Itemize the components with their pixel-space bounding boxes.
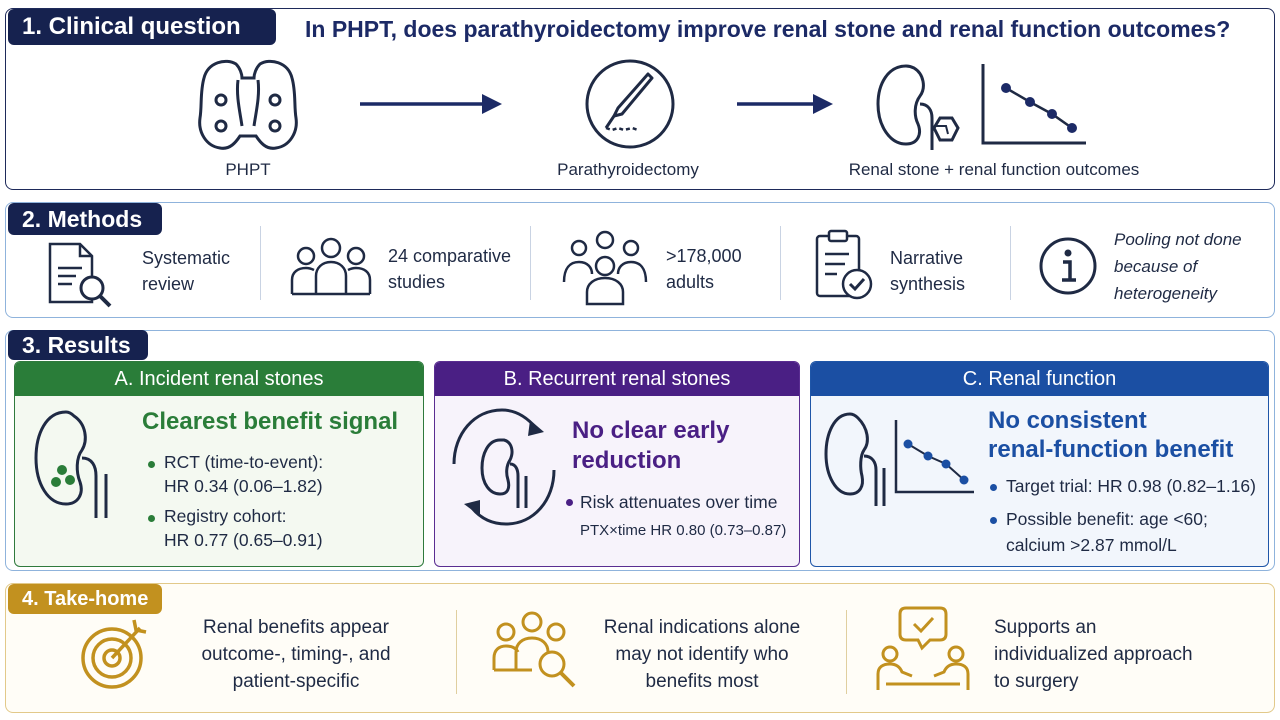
panel-b-ptx-time-hr: PTX×time HR 0.80 (0.73–0.87) [580, 522, 787, 539]
bullet [148, 461, 155, 468]
kidney-stones-icon [34, 410, 108, 518]
panel-b-attenuation: Risk attenuates over time [580, 492, 778, 512]
label-phpt: PHPT [225, 160, 271, 179]
panel-recurrent-renal-stones: B. Recurrent renal stones [434, 361, 800, 567]
bullet [990, 484, 997, 491]
divider [846, 610, 847, 694]
arrow-right-icon [360, 94, 502, 114]
arrow-right-icon [737, 94, 833, 114]
target-icon [81, 619, 147, 689]
panel-a-title: A. Incident renal stones [15, 362, 423, 396]
recurrence-cycle-icon [452, 408, 556, 526]
panel-c-title: C. Renal function [811, 362, 1268, 396]
divider [780, 226, 781, 300]
panel-c-calcium-threshold: calcium >2.87 mmol/L [1006, 535, 1177, 555]
clipboard-check-icon [815, 229, 873, 300]
bullet [566, 499, 573, 506]
scalpel-icon [585, 59, 675, 149]
info-icon [1039, 237, 1097, 295]
group-icon [290, 237, 372, 296]
panel-c-possible-benefit: Possible benefit: age <60; [1006, 509, 1208, 529]
label-parathyroidectomy: Parathyroidectomy [557, 160, 699, 179]
results-section [5, 330, 1275, 571]
kidney-stone-icon [876, 64, 960, 150]
section-tag-clinical-question: 1. Clinical question [8, 9, 276, 45]
panel-a-rct-result: RCT (time-to-event):HR 0.34 (0.06–1.82) [164, 452, 324, 496]
section-tag-results: 3. Results [8, 330, 148, 360]
panel-c-target-trial: Target trial: HR 0.98 (0.82–1.16) [1006, 476, 1256, 496]
panel-renal-function: C. Renal function [810, 361, 1269, 567]
section-tag-methods: 2. Methods [8, 203, 162, 235]
clinical-question-section [5, 8, 1275, 190]
kidney-icon [824, 412, 886, 506]
methods-section [5, 202, 1275, 318]
thyroid-icon [198, 59, 298, 150]
take-home-section [5, 583, 1275, 713]
document-search-icon [48, 242, 112, 308]
consultation-icon [876, 606, 970, 690]
divider [260, 226, 261, 300]
bullet [148, 515, 155, 522]
divider [530, 226, 531, 300]
crowd-icon [562, 230, 648, 306]
divider [456, 610, 457, 694]
panel-b-title: B. Recurrent renal stones [435, 362, 799, 396]
declining-line-chart-icon [981, 64, 1086, 145]
panel-incident-renal-stones: A. Incident renal stones [14, 361, 424, 567]
panel-a-registry-result: Registry cohort:HR 0.77 (0.65–0.91) [164, 506, 323, 550]
section-tag-take-home: 4. Take-home [8, 584, 162, 614]
people-search-icon [492, 611, 576, 688]
declining-line-chart-icon [894, 420, 974, 494]
label-renal-outcomes: Renal stone + renal function outcomes [848, 160, 1140, 179]
bullet [990, 517, 997, 524]
divider [1010, 226, 1011, 300]
clinical-question-text: In PHPT, does parathyroidectomy improve … [305, 16, 1231, 42]
panel-a-headline: Clearest benefit signal [142, 408, 399, 435]
